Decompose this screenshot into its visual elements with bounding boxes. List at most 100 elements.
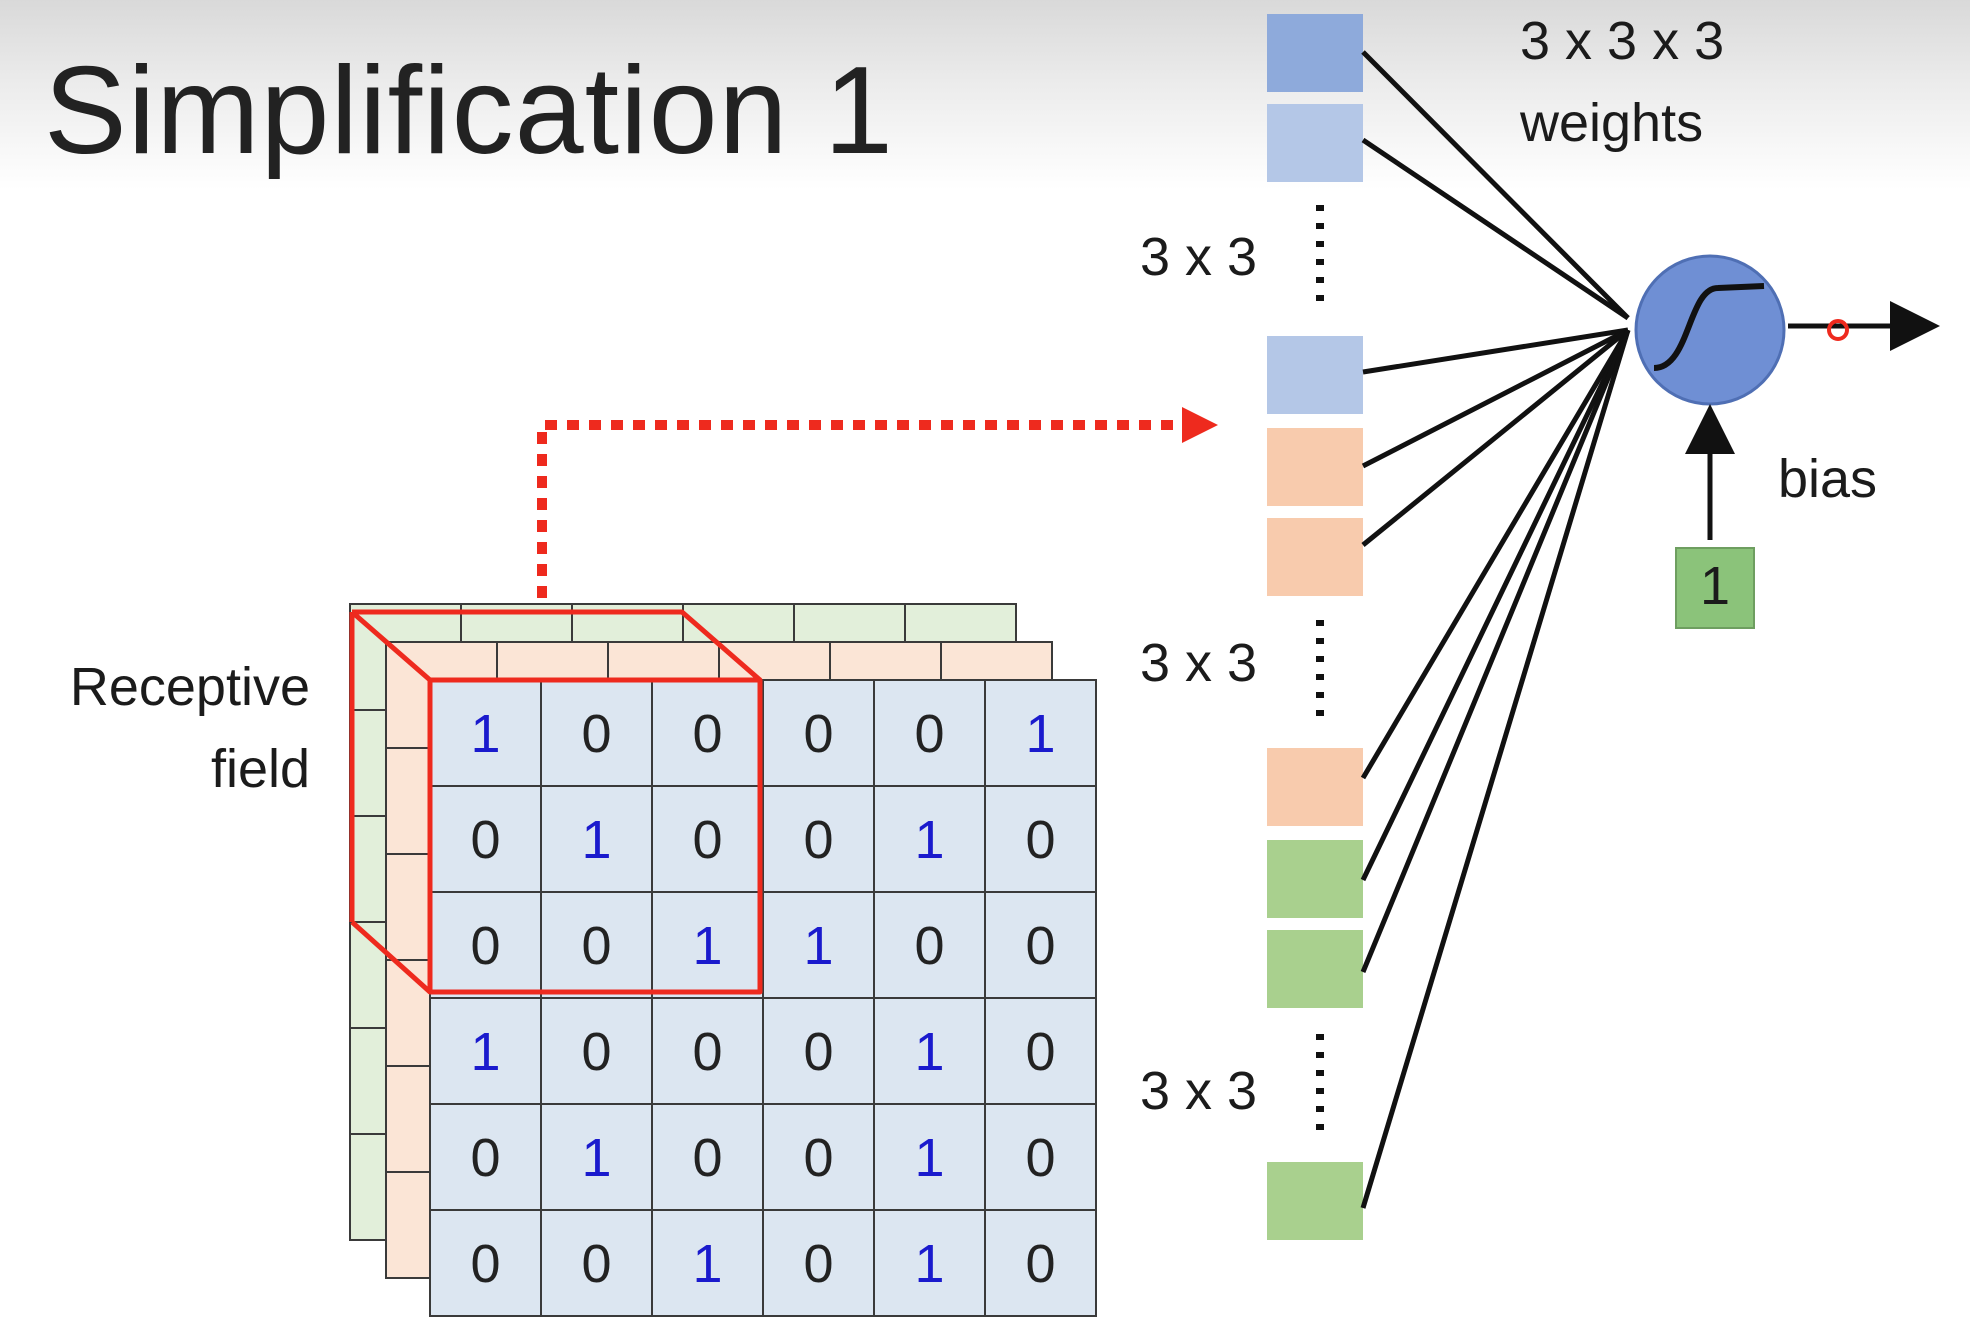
weight-box [1267,14,1363,92]
connection-line [1360,329,1631,973]
bias-input-value: 1 [1700,556,1730,616]
matrix-value: 0 [1025,810,1055,870]
neuron [1634,254,1786,406]
grid-cell [762,997,875,1105]
matrix-value: 1 [914,1128,944,1188]
weight-column [1267,14,1363,1240]
grid-cell [873,679,986,787]
page-title: Simplification 1 [44,42,894,180]
matrix-value: 0 [692,1128,722,1188]
matrix-value: 0 [1025,1128,1055,1188]
weight-connections [1360,50,1631,1209]
matrix-value: 1 [581,810,611,870]
matrix-value: 0 [581,1234,611,1294]
grid-cell [762,1209,875,1317]
matrix-value: 1 [914,1234,944,1294]
sigmoid-icon [1653,283,1765,371]
receptive-field-label-line1: Receptive [69,657,310,717]
connection-line [1361,328,1630,547]
matrix-value: 1 [803,916,833,976]
matrix-value: 1 [470,704,500,764]
weight-box [1267,518,1363,596]
matrix-value: 0 [1025,1234,1055,1294]
matrix-value: 0 [803,1234,833,1294]
weight-box [1267,428,1363,506]
bias-label: bias [1778,449,1878,509]
grid-cell [540,1103,653,1211]
grid-cell [651,1209,764,1317]
matrix-value: 1 [470,1022,500,1082]
grid-cell [984,997,1097,1105]
group-label-1: 3 x 3 [1140,227,1258,287]
matrix-value: 1 [1025,704,1055,764]
weight-box [1267,930,1363,1008]
weight-box [1267,748,1363,826]
matrix-value: 0 [581,704,611,764]
grid-cell [651,997,764,1105]
group-label-3: 3 x 3 [1140,1061,1258,1121]
matrix-value: 0 [692,810,722,870]
receptive-field-label-line2: field [210,739,310,799]
grid-cell [762,785,875,893]
matrix-value: 0 [914,916,944,976]
connection-line [1360,328,1631,882]
weight-box [1267,840,1363,918]
receptive-field-left-top-edge [350,610,432,682]
matrix-value: 0 [803,1022,833,1082]
grid-cell [540,679,653,787]
matrix-value: 1 [581,1128,611,1188]
neuron-body [1634,254,1786,406]
weight-box [1267,104,1363,182]
flatten-arrow-head [1182,407,1218,443]
matrix-value: 0 [581,1022,611,1082]
weights-label-line1: 3 x 3 x 3 [1520,11,1725,71]
flatten-arrow-path [537,420,1190,598]
grid-cell [429,1103,542,1211]
receptive-field-top-edges [352,609,762,682]
matrix-value: 0 [803,1128,833,1188]
connection-line [1361,50,1630,320]
connection-line [1360,328,1631,780]
cursor-dot-icon [1827,319,1849,341]
grid-cell [651,679,764,787]
receptive-field-bottom-edge [350,920,432,994]
connection-line [1360,329,1631,1209]
grid-cell [873,1209,986,1317]
grid-cell [984,1209,1097,1317]
matrix-value: 0 [803,704,833,764]
matrix-value: 0 [692,1022,722,1082]
matrix-value: 0 [692,704,722,764]
weight-box [1267,1162,1363,1240]
matrix-value: 0 [470,916,500,976]
grid-cell [762,679,875,787]
matrix-value: 0 [803,810,833,870]
weights-label-line2: weights [1520,93,1704,153]
flatten-arrow [537,407,1218,598]
receptive-field-outline [349,609,763,995]
grid-cell [873,785,986,893]
grid-cell [984,679,1097,787]
grid-cell [429,891,542,999]
matrix-value: 0 [1025,916,1055,976]
grid-cell [984,891,1097,999]
matrix-value: 0 [470,1234,500,1294]
connection-line [1362,327,1629,375]
grid-cell [429,1209,542,1317]
matrix-value: 0 [581,916,611,976]
weight-box [1267,336,1363,414]
receptive-field-front-face [427,677,763,995]
grid-cell [873,891,986,999]
matrix-value: 0 [1025,1022,1055,1082]
bias-input-box [1675,547,1755,629]
matrix-value: 1 [914,1022,944,1082]
group-label-2: 3 x 3 [1140,633,1258,693]
connection-line [1361,327,1630,469]
grid-cell [540,1209,653,1317]
matrix-value: 1 [692,1234,722,1294]
connection-line [1361,137,1630,321]
matrix-value: 1 [914,810,944,870]
grid-cell [429,997,542,1105]
